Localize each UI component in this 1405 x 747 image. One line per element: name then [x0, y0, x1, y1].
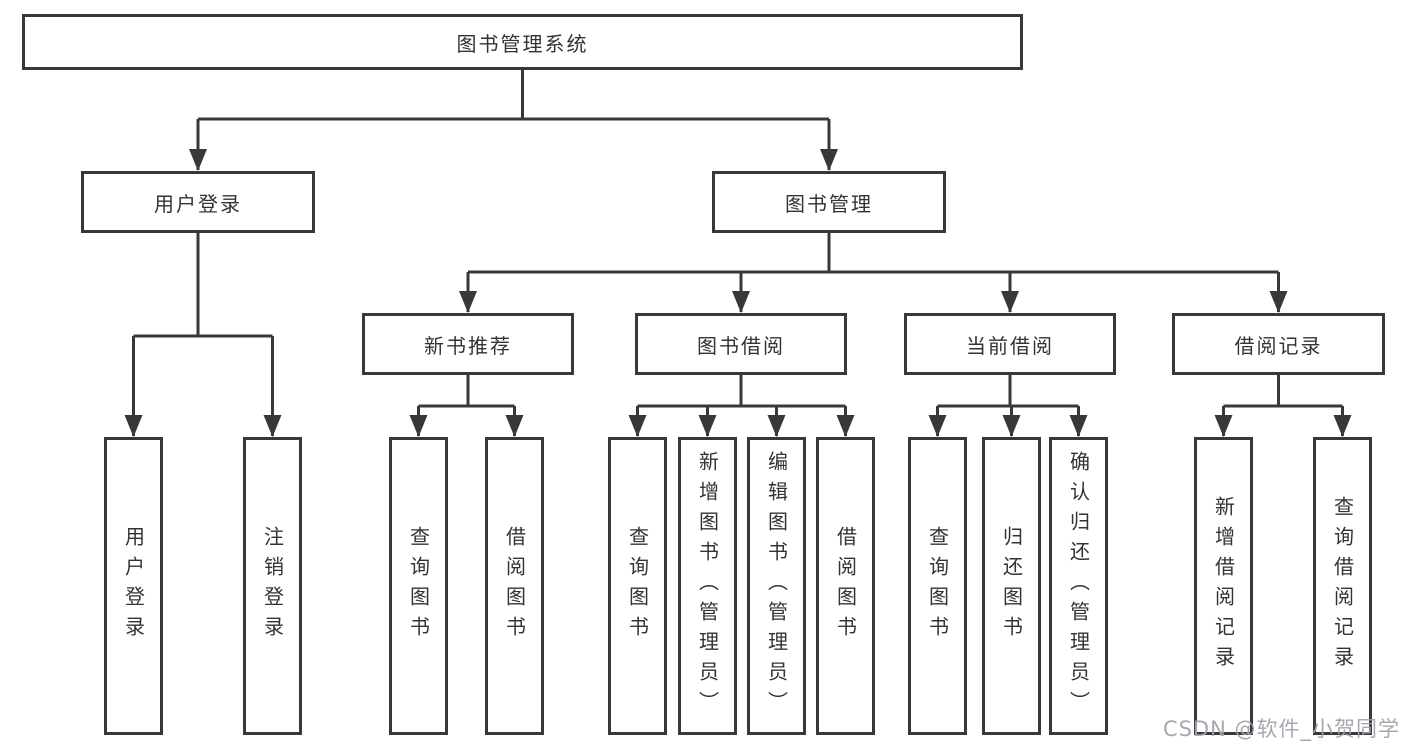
- leaf-label: 注销登录: [260, 526, 285, 646]
- leaf-newbook-borrow-books: 借阅图书: [485, 437, 544, 735]
- leaf-label: 用户登录: [121, 526, 146, 646]
- leaf-current-return-books: 归还图书: [982, 437, 1041, 735]
- leaf-label: 查询图书: [625, 526, 650, 646]
- leaf-newbook-query-books: 查询图书: [389, 437, 448, 735]
- node-label: 图书管理: [785, 191, 873, 216]
- leaf-label: 归还图书: [999, 526, 1024, 646]
- node-label: 借阅记录: [1234, 333, 1323, 358]
- leaf-current-confirm-return-admin: 确认归还（管理员）: [1049, 437, 1108, 735]
- leaf-current-query-books: 查询图书: [908, 437, 967, 735]
- leaf-logout: 注销登录: [243, 437, 302, 735]
- leaf-label: 查询图书: [406, 526, 431, 646]
- node-user-login: 用户登录: [81, 171, 315, 233]
- leaf-label: 借阅图书: [833, 526, 858, 646]
- leaf-label: 编辑图书（管理员）: [764, 451, 789, 721]
- leaf-label: 新增借阅记录: [1211, 496, 1236, 676]
- leaf-borrow-borrow-books: 借阅图书: [816, 437, 875, 735]
- leaf-records-add-borrow-record: 新增借阅记录: [1194, 437, 1253, 735]
- node-label: 当前借阅: [966, 333, 1054, 358]
- node-label: 用户登录: [154, 191, 242, 216]
- node-book-management: 图书管理: [712, 171, 946, 233]
- leaf-records-query-borrow-record: 查询借阅记录: [1313, 437, 1372, 735]
- leaf-label: 查询图书: [925, 526, 950, 646]
- leaf-label: 新增图书（管理员）: [695, 451, 720, 721]
- node-label: 图书借阅: [697, 333, 785, 358]
- leaf-label: 借阅图书: [502, 526, 527, 646]
- leaf-user-login: 用户登录: [104, 437, 163, 735]
- leaf-label: 确认归还（管理员）: [1066, 451, 1091, 721]
- node-label: 新书推荐: [424, 333, 512, 358]
- csdn-watermark: CSDN @软件_小贺同学: [1162, 717, 1400, 741]
- leaf-borrow-query-books: 查询图书: [608, 437, 667, 735]
- leaf-borrow-edit-books-admin: 编辑图书（管理员）: [747, 437, 806, 735]
- node-label: 图书管理系统: [456, 31, 589, 56]
- connector-skeleton: [133, 70, 1343, 408]
- node-borrowing-records: 借阅记录: [1172, 313, 1385, 375]
- node-library-management-system: 图书管理系统: [22, 14, 1023, 70]
- node-book-borrowing: 图书借阅: [635, 313, 847, 375]
- leaf-label: 查询借阅记录: [1330, 496, 1355, 676]
- leaf-borrow-add-books-admin: 新增图书（管理员）: [678, 437, 737, 735]
- node-new-book-recommendation: 新书推荐: [362, 313, 574, 375]
- node-current-borrowing: 当前借阅: [904, 313, 1116, 375]
